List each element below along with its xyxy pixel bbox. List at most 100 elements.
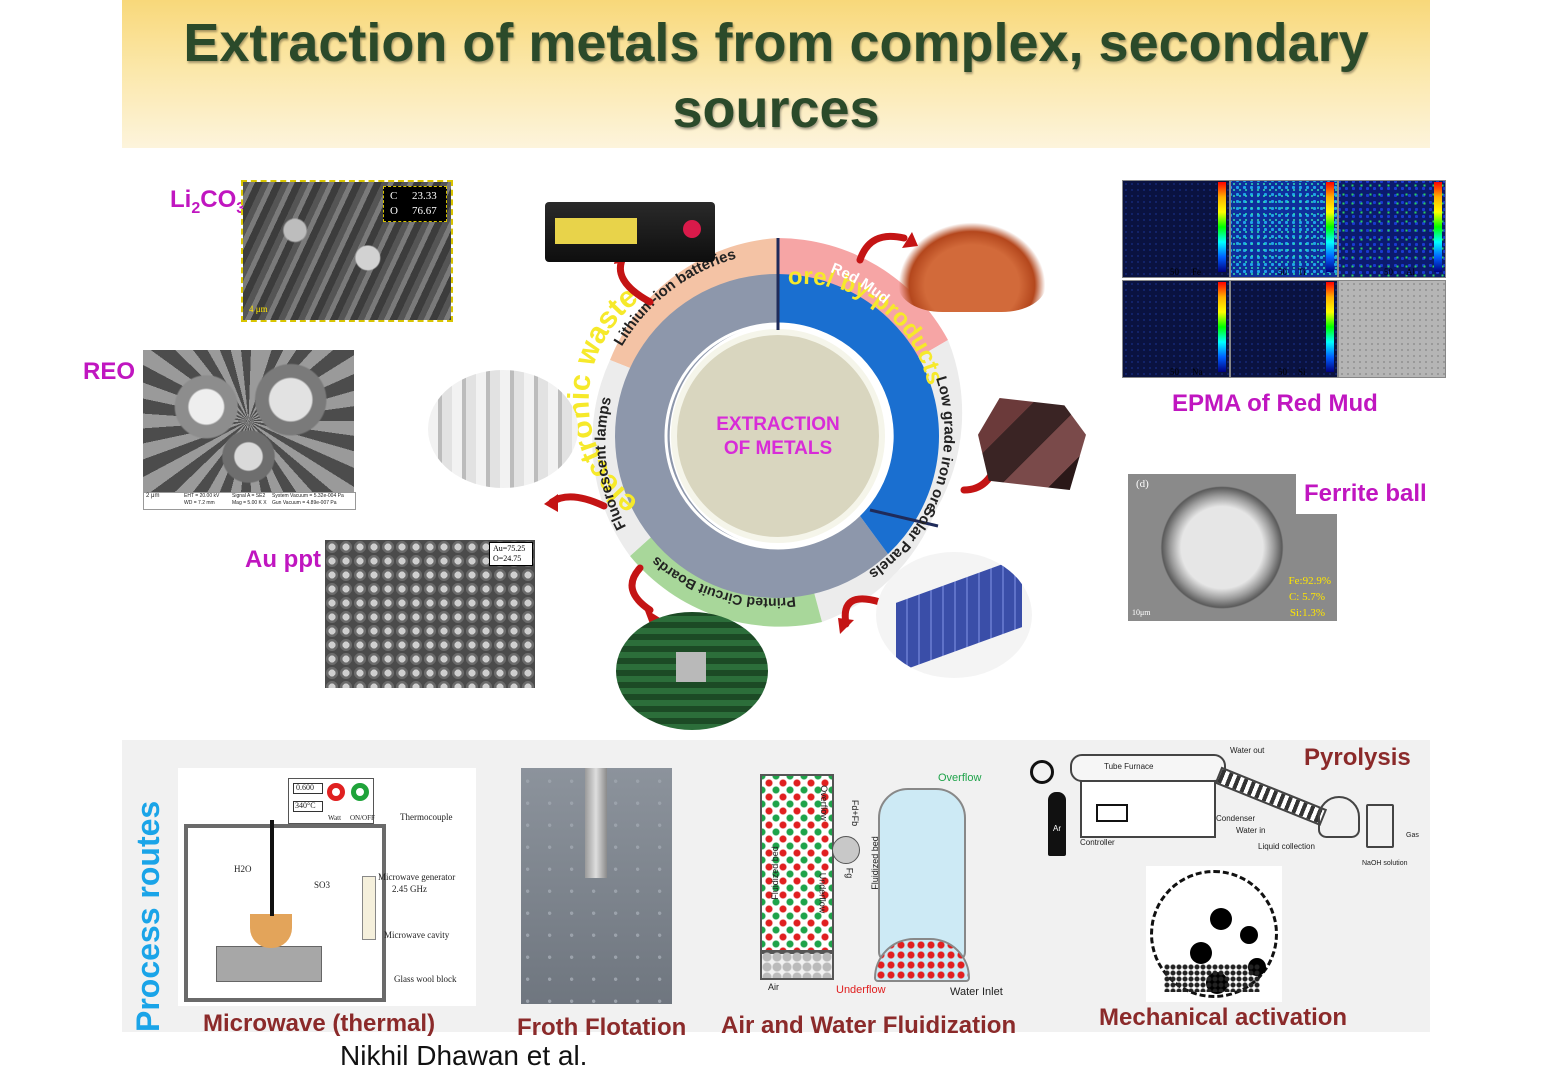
grinding-ball-2	[1240, 926, 1258, 944]
fluidization-diagram: Fluidized bed Overflow Underflow Fd+Fb F…	[752, 768, 1024, 1000]
crucible	[250, 914, 292, 948]
arrow-redmud	[856, 232, 908, 264]
mechanical-activation-diagram	[1146, 866, 1282, 1002]
reo-info-sysvac: System Vacuum = 5.32e-004 Pa	[272, 493, 344, 499]
label-condenser: Condenser	[1216, 814, 1256, 823]
epma-bar-fe	[1218, 182, 1226, 272]
page-title: Extraction of metals from complex, secon…	[183, 13, 1369, 139]
glass-wool-block	[216, 946, 322, 982]
epma-title: EPMA of Red Mud	[1172, 390, 1378, 417]
arrow-head-solar	[838, 618, 854, 634]
reo-scale: 2 μm	[146, 493, 160, 499]
powder-charge	[1164, 964, 1260, 992]
control-panel	[288, 778, 374, 824]
label-tube-furnace: Tube Furnace	[1104, 762, 1154, 771]
epma-map-ti	[1230, 180, 1338, 278]
li2co3-el-o: O	[390, 205, 398, 217]
mill-chamber	[1150, 870, 1278, 998]
reo-info-signal: Signal A = SE2	[232, 493, 266, 499]
au-label: Au ppt	[245, 546, 321, 573]
solar-panel-photo	[876, 552, 1032, 678]
air-fluidized-column	[760, 774, 834, 954]
au-comp-o: O=24.75	[493, 554, 522, 563]
ferrite-comp-c: C: 5.7%	[1288, 591, 1325, 603]
temp-display	[293, 801, 323, 812]
water-fluidized-column	[878, 788, 966, 962]
gas-regulator	[1030, 760, 1054, 784]
reo-info-gunvac: Gun Vacuum = 4.89e-007 Pa	[272, 500, 337, 506]
epma-label-si: Si	[1298, 367, 1306, 377]
reo-info-wd: WD = 7.2 mm	[184, 500, 215, 506]
label-gas: Gas	[1406, 832, 1419, 839]
label-so3: SO3	[314, 880, 331, 890]
epma-label-ti: Ti	[1298, 267, 1306, 277]
arrow-head-fluorescent	[544, 494, 558, 512]
li2co3-composition-table: C 23.33 O 76.67	[383, 186, 447, 222]
ferrite-scale: 10μm	[1132, 608, 1151, 617]
particle-forces	[832, 836, 860, 864]
label-microwave-thermal: Microwave (thermal)	[203, 1010, 436, 1037]
epma-bar-si	[1326, 282, 1334, 372]
li2co3-scale: 4 μm	[249, 304, 268, 314]
label-fd-fb: Fd+Fb	[850, 799, 861, 827]
center-text-line2: OF METALS	[724, 438, 832, 459]
thermocouple-rod	[270, 820, 274, 916]
ferrite-comp-si: Si:1.3%	[1289, 607, 1325, 619]
label-water-inlet: Water Inlet	[950, 986, 1003, 998]
pcb-photo	[616, 612, 768, 730]
reo-info-mag: Mag = 5.00 K X	[232, 500, 267, 506]
center-circle	[671, 329, 885, 543]
microwave-onoff-label: ON/OFF	[350, 814, 375, 822]
furnace-controller	[1096, 804, 1128, 822]
ferrite-tag: (d)	[1136, 478, 1149, 490]
microwave-generator	[362, 876, 376, 940]
ferrite-label: Ferrite ball	[1304, 480, 1427, 507]
reo-label: REO	[83, 358, 136, 385]
ferrite-label-bg	[1296, 474, 1444, 514]
epma-bar-na	[1218, 282, 1226, 372]
label-water-in: Water in	[1236, 826, 1266, 835]
iron-ore-photo	[978, 398, 1086, 490]
microwave-temp-value: 340°C	[295, 801, 316, 810]
center-text-line1: EXTRACTION	[716, 414, 840, 435]
furnace-tube	[1070, 754, 1226, 782]
epma-label-na: Na	[1192, 367, 1203, 377]
inner-ore-byproducts	[778, 274, 940, 554]
label-controller: Controller	[1080, 838, 1115, 847]
divider-bottom	[869, 508, 939, 528]
air-distributor	[760, 950, 834, 980]
li2co3-val-o: 76.67	[412, 205, 437, 217]
naoh-bottle	[1366, 804, 1394, 848]
li2co3-label: Li2CO3	[170, 186, 245, 218]
au-composition-box: Au=75.25 O=24.75	[489, 542, 533, 566]
label-microwave-cavity: Microwave cavity	[384, 930, 450, 940]
epma-map-na	[1122, 280, 1230, 378]
label-water-fluidized-bed: Fluidized bed	[869, 836, 880, 890]
arrow-fluorescent	[548, 493, 608, 510]
label-fg: Fg	[844, 867, 855, 879]
microwave-cavity-box	[184, 824, 386, 1002]
grinding-ball-1	[1210, 908, 1232, 930]
li2co3-sem-image: C 23.33 O 76.67 4 μm	[241, 180, 453, 322]
title-banner: Extraction of metals from complex, secon…	[122, 0, 1430, 148]
label-glass-wool: Glass wool block	[394, 974, 457, 984]
label-water-overflow: Overflow	[938, 772, 982, 784]
label-froth-flotation: Froth Flotation	[517, 1014, 687, 1041]
microwave-watt-label: Watt	[328, 814, 342, 822]
epma-label-fe: Fe	[1192, 267, 1201, 277]
li2co3-label-co: CO	[200, 186, 237, 213]
au-sem-image: Au=75.25 O=24.75	[325, 540, 535, 688]
label-air: Air	[768, 982, 779, 992]
epma-bar-ti	[1326, 182, 1334, 272]
process-routes-heading: Process routes	[130, 800, 166, 1032]
battery-photo	[545, 202, 715, 262]
microwave-power-value: 0.600	[296, 783, 314, 792]
epma-map-si	[1230, 280, 1338, 378]
watt-knob	[327, 783, 345, 801]
li2co3-el-c: C	[390, 190, 398, 202]
reo-sem-image	[143, 350, 354, 492]
red-mud-photo	[898, 222, 1046, 312]
epma-scale-3: 50	[1384, 267, 1393, 277]
label-frequency: 2.45 GHz	[392, 884, 427, 894]
grinding-ball-3	[1190, 942, 1212, 964]
